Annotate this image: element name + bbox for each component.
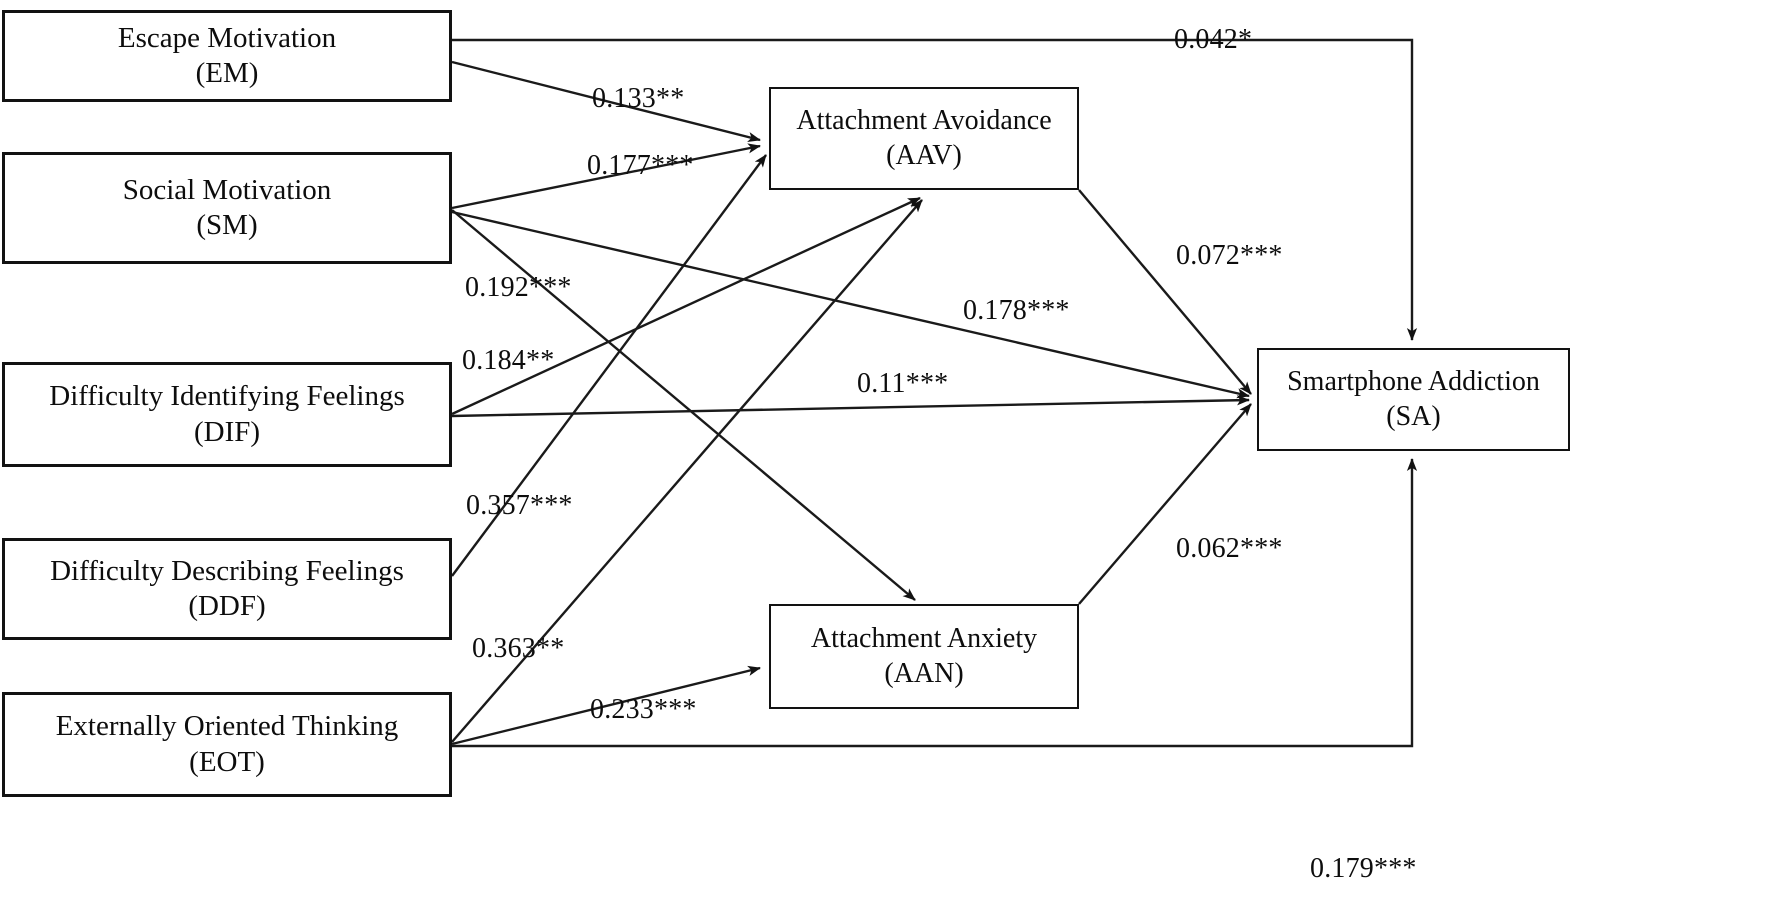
node-label-line1: Attachment Anxiety	[810, 623, 1038, 655]
path-eot-to-sa	[452, 458, 1418, 748]
node-label-line2: (EM)	[195, 57, 259, 89]
coef-eot-to-aav: 0.363**	[472, 633, 565, 664]
node-label-line2: (SM)	[196, 209, 258, 241]
node-attachment-avoidance[interactable]: Attachment Avoidance (AAV)	[769, 87, 1079, 190]
path-sm-to-aav	[451, 143, 761, 210]
node-label-line1: Externally Oriented Thinking	[55, 710, 399, 743]
coef-em-to-aav: 0.133**	[592, 83, 685, 114]
path-aan-to-sa	[1078, 403, 1252, 605]
coef-eot-to-sa: 0.179***	[1310, 853, 1417, 884]
coef-eot-to-aan: 0.233***	[590, 694, 697, 725]
coef-sm-to-aav: 0.177***	[587, 150, 694, 181]
node-label-line1: Attachment Avoidance	[796, 105, 1052, 137]
node-escape-motivation[interactable]: Escape Motivation (EM)	[2, 10, 452, 102]
node-label-line1: Difficulty Identifying Feelings	[49, 380, 405, 413]
node-smartphone-addiction[interactable]: Smartphone Addiction (SA)	[1257, 348, 1570, 451]
coef-sm-to-sa: 0.178***	[963, 295, 1070, 326]
node-label-line1: Escape Motivation	[117, 21, 337, 54]
node-label-line1: Difficulty Describing Feelings	[50, 554, 404, 587]
node-label-line1: Social Motivation	[122, 173, 332, 206]
path-sm-to-aan	[451, 209, 916, 601]
node-label-line2: (AAN)	[884, 657, 964, 689]
node-label-line1: Smartphone Addiction	[1287, 366, 1540, 398]
coef-dif-to-aav: 0.184**	[462, 345, 555, 376]
node-social-motivation[interactable]: Social Motivation (SM)	[2, 152, 452, 264]
node-label-line2: (SA)	[1386, 400, 1441, 432]
node-label-line2: (EOT)	[189, 745, 265, 778]
node-label-line2: (DIF)	[193, 415, 261, 448]
coef-em-to-sa: 0.042*	[1174, 24, 1253, 55]
coef-dif-to-sa: 0.11***	[857, 368, 949, 399]
node-externally-oriented-thinking[interactable]: Externally Oriented Thinking (EOT)	[2, 692, 452, 797]
path-dif-to-sa	[451, 395, 1250, 418]
path-em-to-aav	[451, 60, 761, 142]
coef-aav-to-sa: 0.072***	[1176, 240, 1283, 271]
node-difficulty-identifying-feelings[interactable]: Difficulty Identifying Feelings (DIF)	[2, 362, 452, 467]
coef-aan-to-sa: 0.062***	[1176, 533, 1283, 564]
coef-sm-to-aan: 0.192***	[465, 272, 572, 303]
node-difficulty-describing-feelings[interactable]: Difficulty Describing Feelings (DDF)	[2, 538, 452, 640]
coef-ddf-to-aav: 0.357***	[466, 490, 573, 521]
node-attachment-anxiety[interactable]: Attachment Anxiety (AAN)	[769, 604, 1079, 709]
path-aav-to-sa	[1078, 189, 1252, 395]
path-dif-to-aav	[451, 196, 921, 416]
path-ddf-to-aav	[451, 154, 767, 577]
path-eot-to-aan	[451, 665, 761, 746]
node-label-line2: (AAV)	[886, 139, 962, 171]
path-em-to-sa	[452, 38, 1418, 341]
node-label-line2: (DDF)	[188, 590, 266, 622]
path-eot-to-aav	[451, 199, 923, 743]
path-sm-to-sa	[451, 210, 1250, 399]
